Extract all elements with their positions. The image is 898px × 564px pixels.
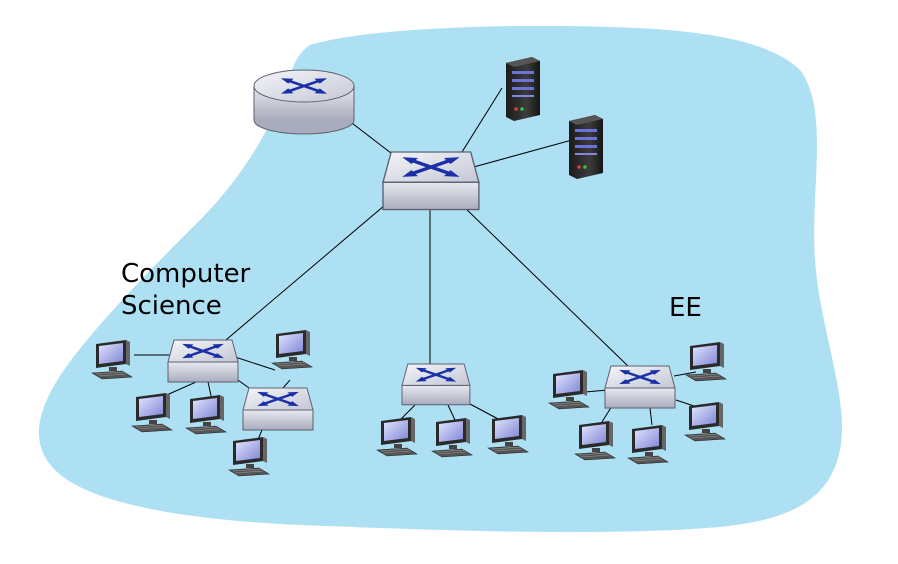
desktop-computer-icon — [487, 414, 529, 455]
ee-switch — [605, 366, 675, 408]
cs-host-5 — [228, 436, 270, 477]
mid-host-3 — [487, 414, 529, 455]
ee-host-4 — [574, 420, 616, 461]
desktop-computer-icon — [131, 392, 173, 433]
desktop-computer-icon — [431, 417, 473, 458]
cs-host-1 — [91, 339, 133, 380]
cs-host-4 — [185, 394, 227, 435]
server-2 — [569, 115, 603, 179]
desktop-computer-icon — [685, 341, 727, 382]
middle-switch — [402, 364, 470, 405]
label-ee: EE — [669, 293, 702, 323]
ee-host-5 — [627, 424, 669, 465]
cs-switch-2 — [243, 388, 313, 430]
label-computer-science-line2: Science — [121, 291, 222, 321]
server-icon — [569, 115, 603, 179]
desktop-computer-icon — [271, 329, 313, 370]
cs-switch-1 — [168, 340, 238, 382]
server-icon — [506, 57, 540, 121]
desktop-computer-icon — [574, 420, 616, 461]
cs-host-3 — [131, 392, 173, 433]
cs-host-2 — [271, 329, 313, 370]
desktop-computer-icon — [228, 436, 270, 477]
core-switch — [383, 152, 479, 210]
ee-host-2 — [685, 341, 727, 382]
switch-icon — [402, 364, 470, 405]
switch-icon — [383, 152, 479, 210]
desktop-computer-icon — [185, 394, 227, 435]
mid-host-1 — [376, 416, 418, 457]
label-computer-science-line1: Computer — [121, 259, 251, 289]
desktop-computer-icon — [684, 401, 726, 442]
mid-host-2 — [431, 417, 473, 458]
switch-icon — [605, 366, 675, 408]
switch-icon — [168, 340, 238, 382]
ee-host-3 — [684, 401, 726, 442]
router — [253, 69, 355, 135]
ee-host-1 — [548, 369, 590, 410]
desktop-computer-icon — [548, 369, 590, 410]
server-1 — [506, 57, 540, 121]
desktop-computer-icon — [627, 424, 669, 465]
desktop-computer-icon — [91, 339, 133, 380]
switch-icon — [243, 388, 313, 430]
desktop-computer-icon — [376, 416, 418, 457]
